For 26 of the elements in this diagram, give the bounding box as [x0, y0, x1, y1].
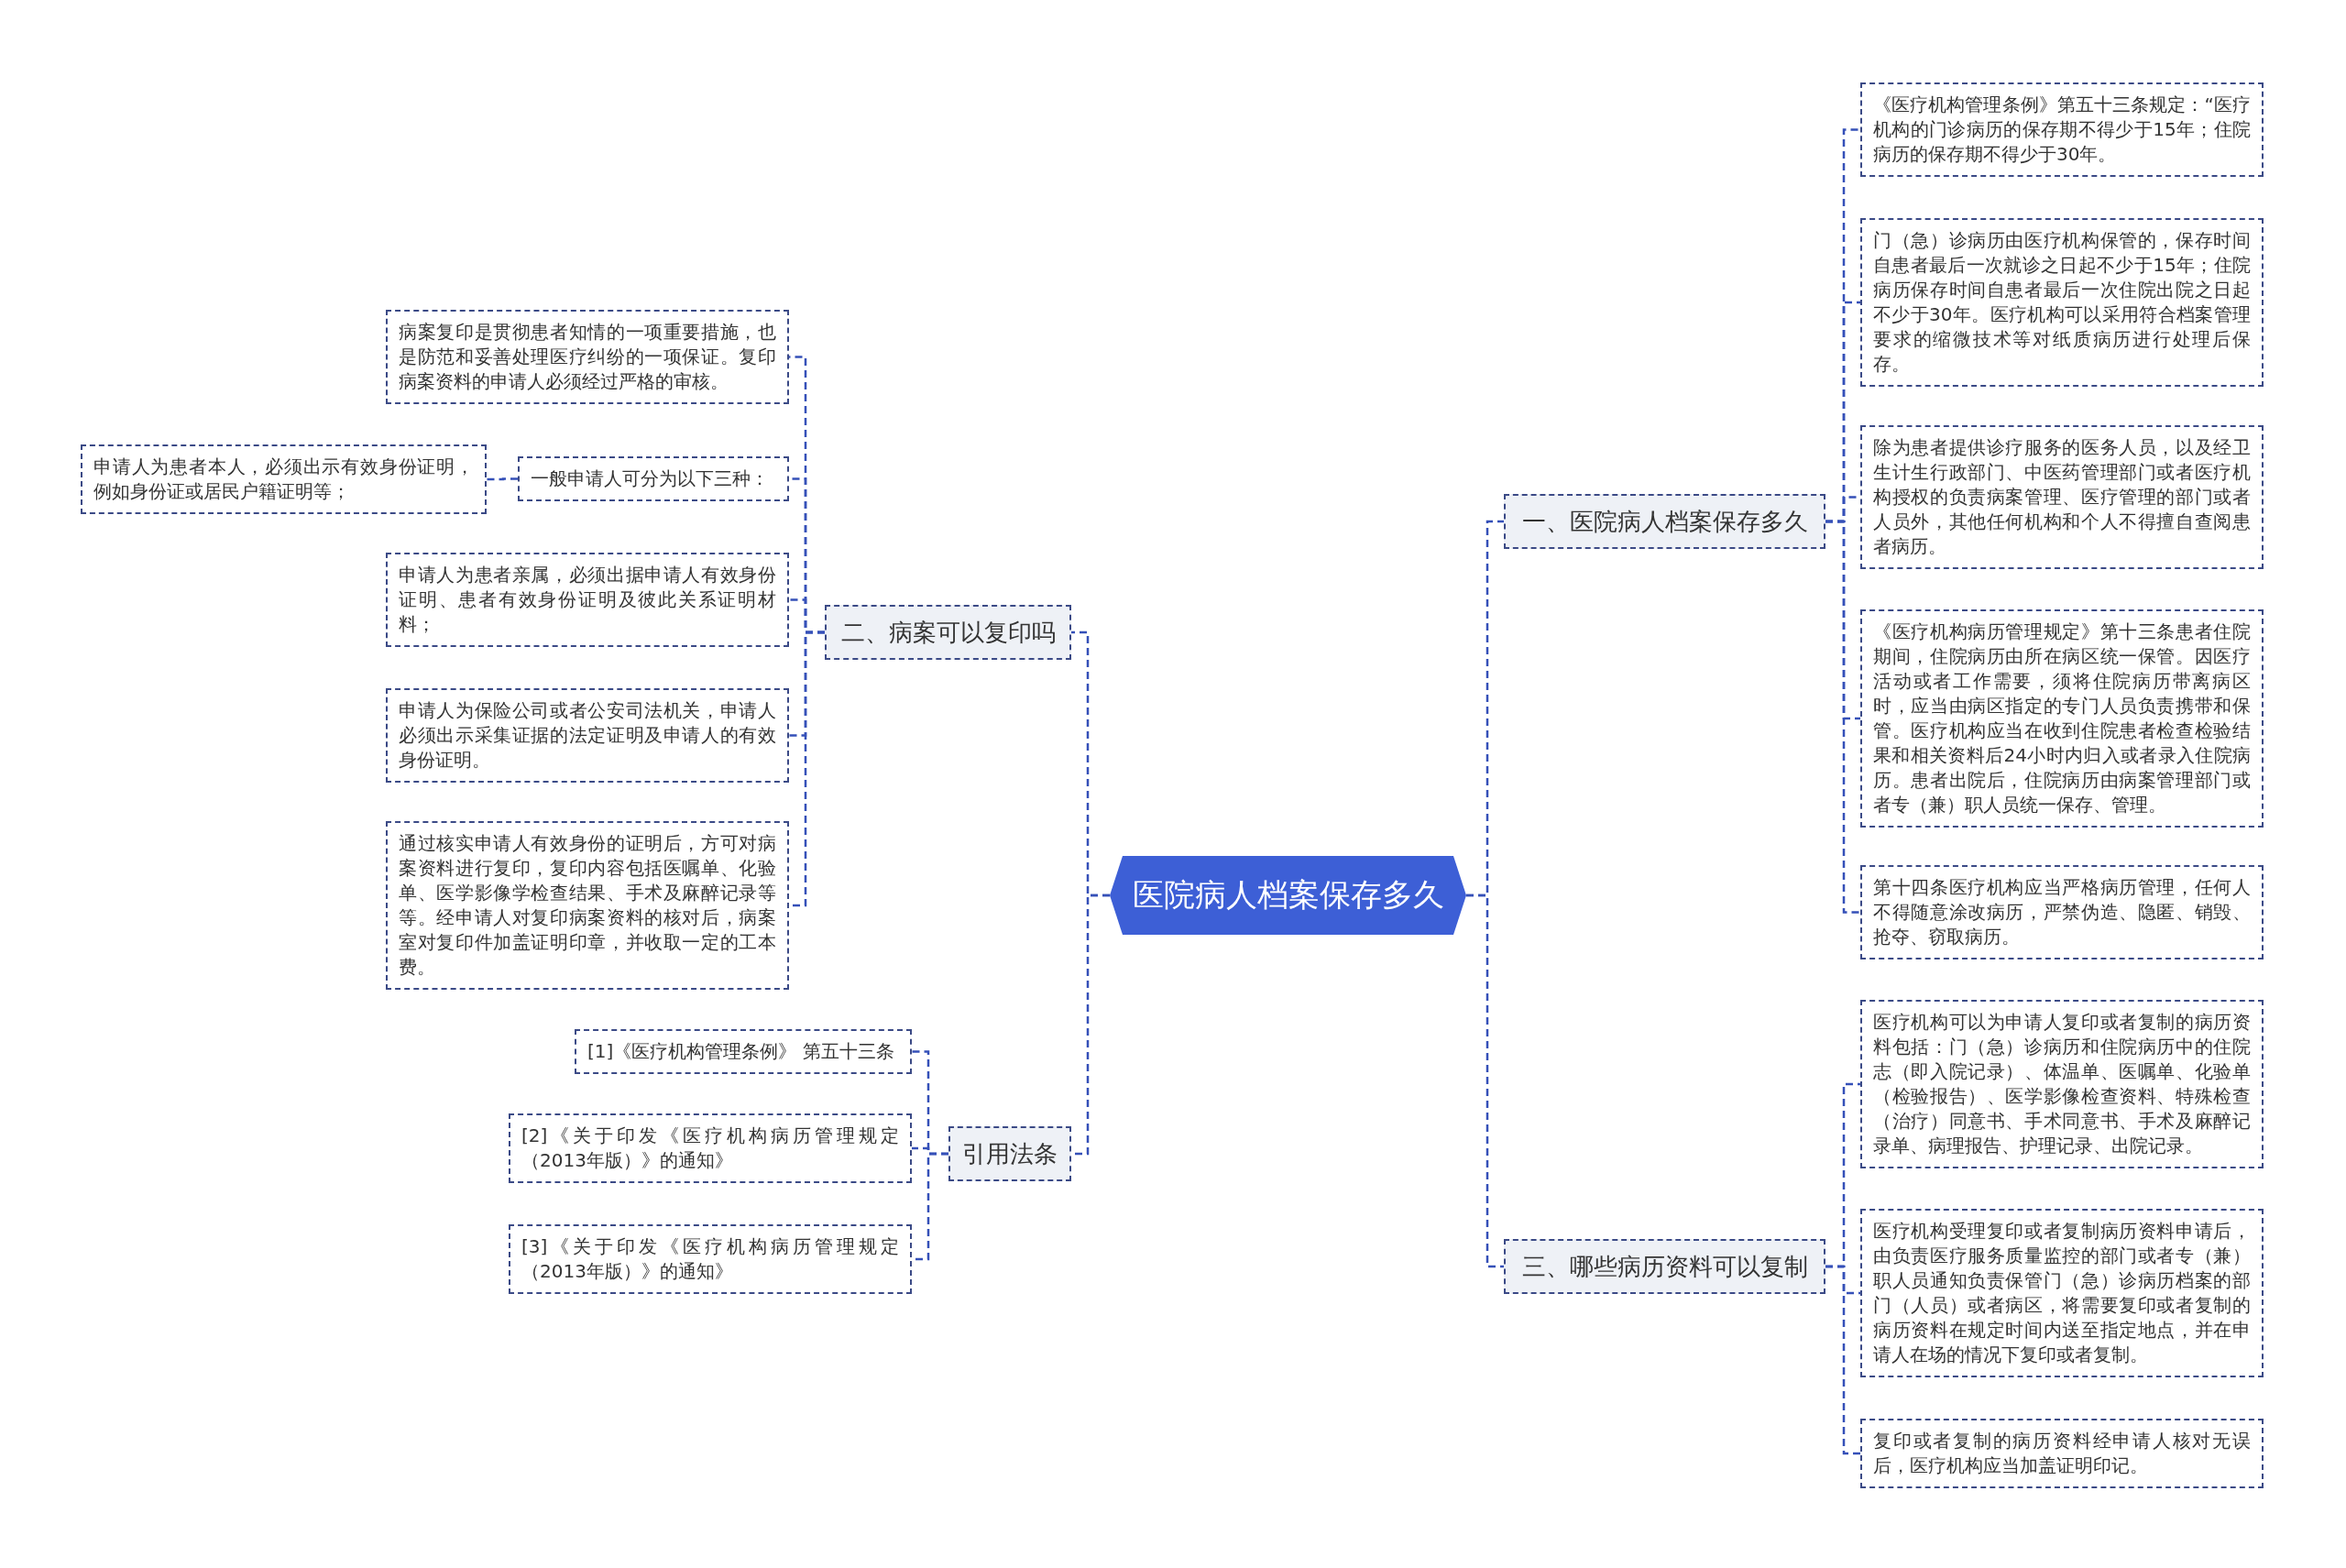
topic-box: 三、哪些病历资料可以复制 [1504, 1239, 1825, 1294]
note-box: [3]《关于印发《医疗机构病历管理规定（2013年版）》的通知》 [509, 1224, 912, 1294]
topic-box: 引用法条 [948, 1126, 1071, 1181]
note-box: 病案复印是贯彻患者知情的一项重要措施，也是防范和妥善处理医疗纠纷的一项保证。复印病案资料的申请人必须经过严格的审核。 [386, 310, 789, 404]
note-box: 除为患者提供诊疗服务的医务人员，以及经卫生计生行政部门、中医药管理部门或者医疗机构授权的负责病案管理、医疗管理的部门或者人员外，其他任何机构和个人不得擅自查阅患者病历。 [1860, 425, 2264, 569]
note-box: 申请人为患者本人，必须出示有效身份证明，例如身份证或居民户籍证明等； [81, 444, 487, 514]
note-box: 医疗机构受理复印或者复制病历资料申请后，由负责医疗服务质量监控的部门或者专（兼）职人员通知负责保管门（急）诊病历档案的部门（人员）或者病区，将需要复印或者复制的病历资料在规定时间内送至指定地点，并在申请人在场的情况下复印或者复制。 [1860, 1209, 2264, 1377]
note-box: 医疗机构可以为申请人复印或者复制的病历资料包括：门（急）诊病历和住院病历中的住院志（即入院记录）、体温单、医嘱单、化验单（检验报告）、医学影像检查资料、特殊检查（治疗）同意书、手术同意书、手术及麻醉记录单、病理报告、护理记录、出院记录。 [1860, 1000, 2264, 1168]
central-topic-hexagon: 医院病人档案保存多久 [1110, 856, 1466, 935]
note-box: 申请人为患者亲属，必须出据申请人有效身份证明、患者有效身份证明及彼此关系证明材料； [386, 553, 789, 647]
connector [1825, 1265, 1860, 1455]
note-box: [2]《关于印发《医疗机构病历管理规定（2013年版）》的通知》 [509, 1113, 912, 1183]
note-box: 《医疗机构管理条例》第五十三条规定：“医疗机构的门诊病历的保存期不得少于15年；住院病历的保存期不得少于30年。 [1860, 82, 2264, 177]
note-box: 一般申请人可分为以下三种： [518, 456, 789, 501]
connector [1466, 894, 1504, 1268]
connector [1825, 520, 1860, 914]
topic-box: 一、医院病人档案保存多久 [1504, 494, 1825, 549]
note-box: 门（急）诊病历由医疗机构保管的，保存时间自患者最后一次就诊之日起不少于15年；住院病历保存时间自患者最后一次住院出院之日起不少于30年。医疗机构可以采用符合档案管理要求的缩微技术等对纸质病历进行处理后保存。 [1860, 218, 2264, 387]
note-box: 复印或者复制的病历资料经申请人核对无误后，医疗机构应当加盖证明印记。 [1860, 1419, 2264, 1488]
connector [487, 477, 518, 481]
note-box: 通过核实申请人有效身份的证明后，方可对病案资料进行复印，复印内容包括医嘱单、化验单、医学影像学检查结果、手术及麻醉记录等等。经申请人对复印病案资料的核对后，病案室对复印件加盖证明印章，并收取一定的工本费。 [386, 821, 789, 990]
topic-box: 二、病案可以复印吗 [825, 605, 1071, 660]
note-box: 申请人为保险公司或者公安司法机关，申请人必须出示采集证据的法定证明及申请人的有效身份证明。 [386, 688, 789, 783]
note-box: [1]《医疗机构管理条例》 第五十三条 [575, 1029, 912, 1074]
note-box: 《医疗机构病历管理规定》第十三条患者住院期间，住院病历由所在病区统一保管。因医疗活动或者工作需要，须将住院病历带离病区时，应当由病区指定的专门人员负责携带和保管。医疗机构应当在收到住院患者检查检验结果和相关资料后24小时内归入或者录入住院病历。患者出院后，住院病历由病案管理部门或者专（兼）职人员统一保存、管理。 [1860, 609, 2264, 828]
note-box: 第十四条医疗机构应当严格病历管理，任何人不得随意涂改病历，严禁伪造、隐匿、销毁、抢夺、窃取病历。 [1860, 865, 2264, 959]
